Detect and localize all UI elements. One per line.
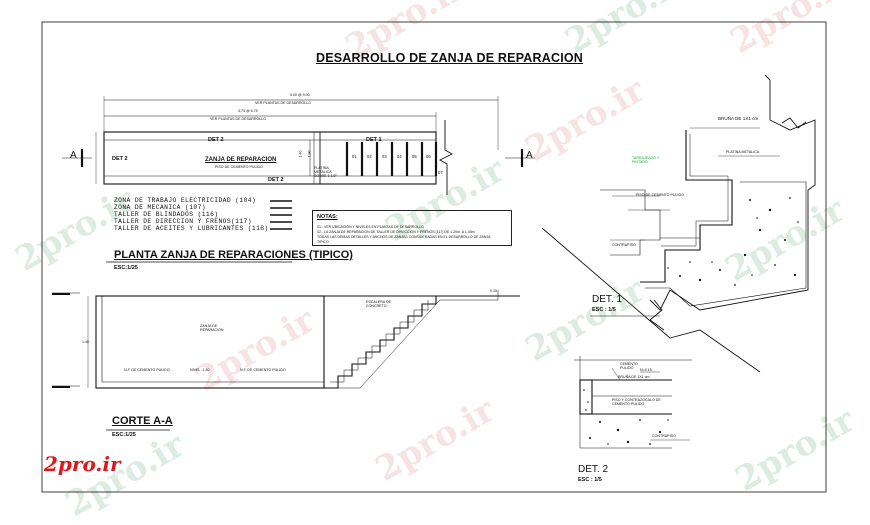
plan-side-note: PLATINA METALICA SOBRE 1 1/2" bbox=[314, 166, 337, 178]
det2-nivel-label: N=0.15 bbox=[640, 368, 652, 372]
drawing-sheet: 2pro.ir 2pro.ir 2pro.ir 2pro.ir 2pro.ir … bbox=[9, 0, 862, 525]
drawing-main-title: DESARROLLO DE ZANJA DE REPARACION bbox=[316, 51, 584, 65]
notes-line: 01.- VER UBICACION Y NIVELES EN PLANTAS … bbox=[317, 225, 424, 229]
zone-list-item: TALLER DE ACEITES Y LUBRICANTES (118) bbox=[114, 225, 269, 232]
plan-step-number: 03 bbox=[382, 154, 387, 159]
det1-piso-label: PISO DE CEMENTO PULIDO bbox=[636, 193, 684, 197]
det2-hatch bbox=[583, 389, 669, 445]
det2-drawing bbox=[574, 356, 692, 449]
plan-dim-right: 1.90 bbox=[307, 150, 312, 158]
det1-bruna-label: BRUÑA DE 1X1 cm bbox=[718, 116, 759, 121]
det1-scale: ESC : 1/5 bbox=[592, 307, 616, 313]
dimension-top-note: VER PLANTAS DE DESARROLLO bbox=[255, 101, 312, 105]
section-pit-outline bbox=[95, 295, 325, 389]
section-level-label: NIVEL -1.40 bbox=[190, 368, 210, 372]
dimension-mid-note: VER PLANTAS DE DESARROLLO bbox=[210, 117, 267, 121]
section-center-label: ZANJA DE REPARACION bbox=[200, 324, 224, 332]
plan-step-number: 04 bbox=[397, 154, 402, 159]
det1-hatch bbox=[667, 197, 799, 286]
notes-line: TODAS LAS DEMAS DETALLES Y ANCHOS DE ZAN… bbox=[317, 235, 491, 239]
section-title: CORTE A-A bbox=[112, 415, 173, 427]
plan-step-number: 02 bbox=[367, 154, 372, 159]
section-dim-height: 1.40 bbox=[82, 340, 89, 344]
det2-piso-label: PISO Y CONTRAZOCALO DE CEMENTO PULIDO bbox=[612, 398, 661, 406]
section-stairs-label: ESCALERA DE CONCRETO bbox=[366, 300, 391, 308]
plan-step-number: 06 bbox=[426, 154, 431, 159]
section-mark-right: A bbox=[526, 150, 533, 161]
det2-title: DET. 2 bbox=[578, 464, 609, 475]
det2-scale: ESC : 1/5 bbox=[578, 477, 602, 483]
det1-title: DET. 1 bbox=[592, 294, 623, 305]
plan-det1: DET 1 bbox=[366, 137, 382, 143]
plan-step-number: 05 bbox=[412, 154, 417, 159]
plan-stair-treads bbox=[345, 142, 438, 176]
section-scale: ESC:1/25 bbox=[112, 432, 136, 438]
det1-ref-label: TARRAJEADO Y PINTADO bbox=[632, 156, 660, 164]
break-line bbox=[439, 120, 453, 195]
plan-step-number: 07 bbox=[438, 170, 443, 175]
plan-step-number: 01 bbox=[352, 154, 357, 159]
det1-contrapiso-label: CONTRAPISO bbox=[612, 243, 636, 247]
zone-leaders bbox=[270, 200, 292, 230]
det2-cemento-label: CEMENTO PULIDO bbox=[620, 362, 638, 370]
brand-logo: 2pro.ir bbox=[44, 452, 121, 476]
det2-contrapiso-label: CONTRAPISO bbox=[652, 434, 676, 438]
plan-det2-top: DET 2 bbox=[208, 137, 224, 143]
plan-zanja-sub: PISO DE CEMENTO PULIDO bbox=[215, 165, 263, 169]
sheet-border bbox=[41, 21, 827, 493]
dimension-top: 5.00 @ 9.00 bbox=[290, 93, 310, 97]
notes-line: TIPICO bbox=[317, 240, 329, 244]
det2-bruna-label: BRUÑA DE 1X1 cm bbox=[618, 375, 650, 379]
section-dim-top: 0.15 bbox=[490, 289, 497, 293]
plan-dim-left: 1.40 bbox=[298, 150, 303, 158]
notes-line: 02.- LA ZANJA DE REPARACION DE TALLER DE… bbox=[317, 230, 476, 234]
plan-det2-bottom: DET 2 bbox=[268, 177, 284, 183]
plan-det2-left: DET 2 bbox=[112, 156, 128, 162]
notes-box: NOTAS: 01.- VER UBICACION Y NIVELES EN P… bbox=[312, 210, 512, 246]
det1-platina-label: PLATINA METALICA bbox=[726, 150, 760, 154]
zone-list-item: TALLER DE DIRECCION Y FRENOS(117) bbox=[114, 218, 252, 225]
section-stairs bbox=[324, 295, 498, 389]
dimension-mid: 3.75 @ 6.75 bbox=[238, 109, 258, 113]
zone-list-item: TALLER DE BLINDADOS (116) bbox=[114, 211, 219, 218]
plan-scale: ESC:1/25 bbox=[114, 265, 138, 271]
plan-title: PLANTA ZANJA DE REPARACIONES (TIPICO) bbox=[114, 249, 353, 261]
zone-list-item: ZONA DE MECANICA (107) bbox=[114, 204, 206, 211]
det1-drawing bbox=[541, 74, 816, 373]
section-floor-label: N.F. DE CEMENTO PULIDO bbox=[240, 368, 286, 372]
section-floor-label: N.F. DE CEMENTO PULIDO bbox=[124, 368, 170, 372]
plan-zanja-label: ZANJA DE REPARACION bbox=[205, 157, 277, 163]
cad-linework bbox=[41, 21, 827, 493]
zone-list-item: ZONA DE TRABAJO ELECTRICIDAD (104) bbox=[114, 197, 257, 204]
section-mark-left: A bbox=[70, 150, 77, 161]
notes-title: NOTAS: bbox=[317, 214, 338, 220]
